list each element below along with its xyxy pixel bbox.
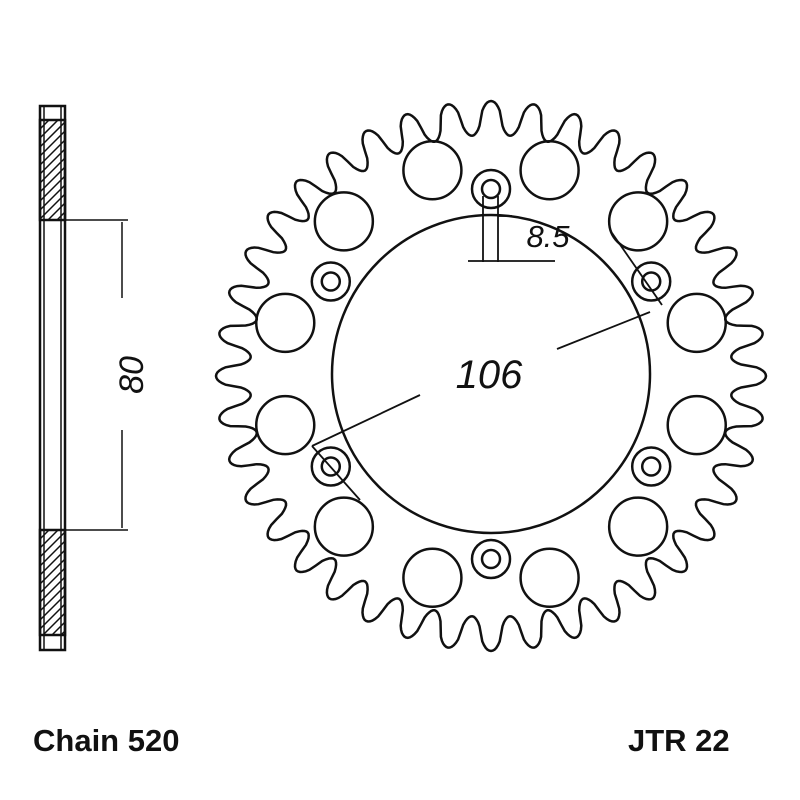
hatch-line	[39, 558, 66, 585]
bolt-hole-boss	[630, 261, 672, 302]
hatch-top	[38, 118, 67, 222]
lightening-hole	[607, 191, 669, 252]
bolt-hole	[640, 456, 662, 477]
lightening-hole	[607, 496, 669, 557]
hatch-line	[39, 121, 66, 148]
lightening-hole	[255, 292, 316, 354]
bolt-hole-boss	[470, 168, 512, 210]
lightening-hole	[402, 547, 463, 608]
hatch-line	[42, 612, 66, 636]
hatch-line	[39, 119, 59, 139]
lightening-hole	[519, 140, 580, 201]
hatch-line	[51, 621, 66, 636]
hatch-line	[39, 148, 66, 175]
hatch-line	[39, 531, 66, 558]
bolt-hole-boss	[630, 446, 672, 487]
hatch-line	[39, 594, 66, 621]
hatch-line	[39, 139, 66, 166]
hatch-line	[39, 585, 66, 612]
bolt-hole-boss	[470, 538, 512, 580]
chain-label: Chain 520	[33, 723, 180, 758]
bolt-hole	[320, 456, 342, 477]
center-bore-circle	[330, 213, 652, 535]
hatch-line	[39, 175, 66, 202]
lightening-hole	[666, 394, 727, 456]
hatch-line	[39, 184, 66, 211]
hatch-line	[39, 193, 66, 220]
hatch-line	[39, 549, 66, 576]
lightening-hole	[402, 140, 463, 201]
part-number: JTR 22	[628, 723, 730, 758]
hatch-line	[39, 603, 66, 630]
sprocket-front-view	[214, 99, 768, 653]
dim-center-bore: 80	[113, 356, 151, 394]
dim-pcd: 106	[456, 353, 523, 397]
lightening-hole	[313, 496, 375, 557]
hatch-line	[39, 567, 66, 594]
lightening-hole	[313, 191, 375, 252]
bolt-hole	[320, 271, 342, 292]
dimension-lines	[311, 196, 663, 501]
profile-outline	[38, 104, 67, 652]
hatch-line	[39, 576, 66, 603]
hatch-line	[39, 130, 66, 157]
hatch-line	[39, 540, 66, 567]
hatch-line	[47, 202, 66, 221]
bolt-hole	[480, 548, 502, 570]
sprocket-teeth-outline	[214, 99, 768, 653]
hatch-line	[39, 166, 66, 193]
bolt-hole-boss	[310, 446, 352, 487]
dim-bolt-hole: 8.5	[526, 219, 570, 254]
hatch-line	[56, 211, 66, 221]
hatch-line	[39, 529, 50, 540]
bolt-hole-boss	[310, 261, 352, 302]
hatch-line	[39, 119, 50, 130]
lightening-hole	[255, 394, 316, 456]
bolt-hole	[480, 178, 502, 200]
lightening-hole	[519, 547, 580, 608]
side-profile	[38, 104, 128, 652]
lightening-hole	[666, 292, 727, 354]
hatch-line	[39, 157, 66, 184]
hatch-line	[60, 630, 66, 636]
hatch-line	[39, 529, 59, 549]
